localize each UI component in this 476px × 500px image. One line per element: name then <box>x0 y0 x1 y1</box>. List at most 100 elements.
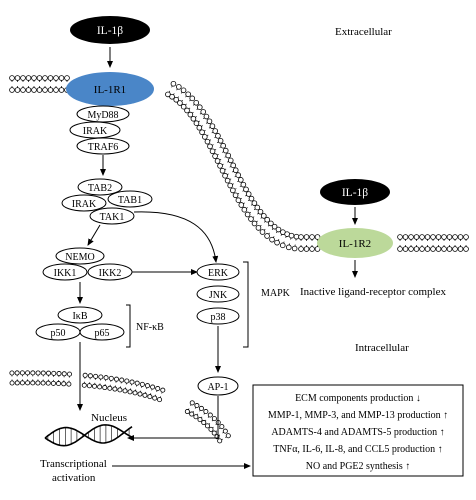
lipid-head <box>180 103 187 110</box>
tab1-node <box>107 190 153 208</box>
lipid-head <box>31 75 37 81</box>
lipid-head <box>9 87 15 93</box>
arrow-tak1-to-mapk <box>133 211 219 263</box>
lipid-head <box>14 370 20 376</box>
ap1-node <box>197 376 239 396</box>
il1r1-label: IL-1R1 <box>94 84 126 96</box>
lipid-head <box>119 377 125 383</box>
jnk-node <box>196 285 240 303</box>
irak-complex-node <box>61 194 107 212</box>
lipid-head <box>463 234 469 240</box>
lipid-head <box>201 420 207 426</box>
nemo-node <box>55 247 105 265</box>
lipid-head <box>227 182 234 189</box>
lipid-head <box>193 414 199 420</box>
lipid-head <box>30 380 36 386</box>
lipid-head <box>176 84 182 90</box>
dna-helix-icon <box>44 424 133 447</box>
lipid-head <box>204 138 211 145</box>
lipid-head <box>206 118 213 125</box>
lipid-head <box>142 392 148 398</box>
il1b-ligand-right-label: IL-1β <box>342 187 368 199</box>
lipid-head <box>129 379 135 385</box>
lipid-head <box>112 386 118 392</box>
lipid-head <box>108 375 114 381</box>
lipid-head <box>113 376 119 382</box>
lipid-head <box>222 147 229 154</box>
il1r2-label: IL-1R2 <box>339 238 371 250</box>
lipid-head <box>274 239 280 246</box>
lipid-head <box>452 246 458 252</box>
plasma-membrane <box>9 75 469 252</box>
lipid-head <box>217 438 223 444</box>
lipid-head <box>209 148 216 155</box>
effects-box <box>252 384 464 477</box>
lipid-head <box>441 246 447 252</box>
lipid-head <box>87 373 93 379</box>
lipid-head <box>190 115 197 122</box>
lipid-head <box>245 191 252 197</box>
lipid-head <box>430 234 436 240</box>
lipid-head <box>298 234 304 240</box>
lipid-head <box>189 95 196 102</box>
lipid-head <box>314 234 321 240</box>
lipid-head <box>435 246 442 252</box>
effect-line-2: MMP-1, MMP-3, and MMP-13 production ↑ <box>268 410 448 421</box>
extracellular-label: Extracellular <box>335 26 392 38</box>
lipid-head <box>169 93 175 100</box>
lipid-head <box>201 134 208 140</box>
lipid-head <box>243 186 249 193</box>
lipid-head <box>275 226 282 233</box>
lipid-head <box>291 245 298 252</box>
lipid-head <box>211 430 217 436</box>
nucleus-label: Nucleus <box>91 412 127 424</box>
lipid-head <box>217 137 224 144</box>
lipid-head <box>285 244 292 251</box>
lipid-head <box>203 113 210 120</box>
lipid-head <box>82 372 88 378</box>
traf6-label: TRAF6 <box>88 142 119 153</box>
lipid-head <box>184 107 190 114</box>
mapk-label: MAPK <box>261 288 291 299</box>
lipid-head <box>237 177 244 183</box>
lipid-head <box>144 383 150 389</box>
lipid-head <box>209 123 216 129</box>
lipid-head <box>36 87 43 93</box>
lipid-head <box>240 181 247 188</box>
inactive-complex-label: Inactive ligand-receptor complex <box>300 286 446 298</box>
lipid-head <box>177 100 183 106</box>
lipid-head <box>132 390 138 396</box>
lipid-head <box>20 87 26 93</box>
lipid-head <box>288 232 295 239</box>
ikk2-label: IKK2 <box>99 268 122 279</box>
lipid-head <box>211 416 217 422</box>
lipid-head <box>134 380 140 386</box>
irak-label: IRAK <box>83 126 108 137</box>
lipid-head <box>446 246 453 252</box>
lipid-head <box>40 380 46 386</box>
lipid-head <box>194 403 200 409</box>
lipid-head <box>173 97 180 103</box>
nuclear-membrane <box>9 370 231 444</box>
myd88-label: MyD88 <box>87 110 118 121</box>
lipid-head <box>222 172 228 179</box>
tak1-label: TAK1 <box>100 212 125 223</box>
p65-label: p65 <box>95 328 110 339</box>
il1r1-receptor <box>66 72 154 106</box>
lipid-head <box>189 411 195 417</box>
lipid-head <box>152 395 158 401</box>
lipid-head <box>124 378 130 384</box>
lipid-head <box>165 91 171 98</box>
mapk-bracket <box>243 261 249 348</box>
lipid-head <box>303 234 310 240</box>
lipid-head <box>91 383 97 389</box>
tab2-label: TAB2 <box>88 183 112 194</box>
lipid-head <box>14 380 20 386</box>
lipid-head <box>261 213 267 219</box>
lipid-head <box>93 373 99 379</box>
erk-node <box>196 263 240 281</box>
lipid-head <box>139 381 145 387</box>
lipid-head <box>20 75 26 81</box>
lipid-head <box>225 152 232 159</box>
